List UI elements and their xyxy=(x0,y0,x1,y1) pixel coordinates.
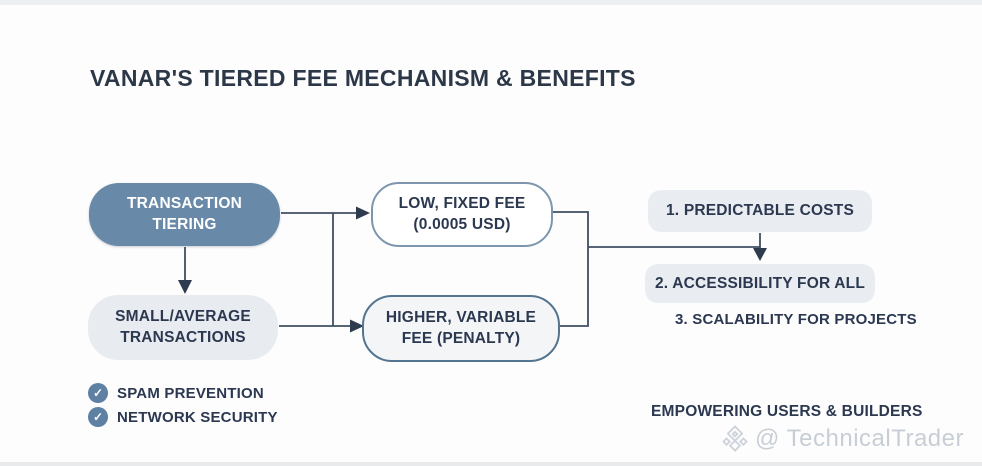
benefit-predictable-costs: 1. PREDICTABLE COSTS xyxy=(648,190,872,232)
check-circle-icon: ✓ xyxy=(88,407,108,427)
checklist-item-label: NETWORK SECURITY xyxy=(117,408,278,426)
low-fixed-fee-box: LOW, FIXED FEE (0.0005 USD) xyxy=(371,182,553,247)
checklist-item-spam-prevention: ✓ SPAM PREVENTION xyxy=(88,383,278,403)
bottom-edge-strip xyxy=(0,462,982,466)
transaction-tiering-box: TRANSACTION TIERING xyxy=(89,183,280,246)
small-average-transactions-box: SMALL/AVERAGE TRANSACTIONS xyxy=(88,295,278,360)
check-circle-icon: ✓ xyxy=(88,383,108,403)
watermark-text: @ TechnicalTrader xyxy=(755,425,964,452)
checklist: ✓ SPAM PREVENTION ✓ NETWORK SECURITY xyxy=(88,383,278,431)
benefit-accessibility-for-all: 2. ACCESSIBILITY FOR ALL xyxy=(645,264,875,303)
benefit-scalability-for-projects: 3. SCALABILITY FOR PROJECTS xyxy=(675,311,917,328)
page-title: VANAR'S TIERED FEE MECHANISM & BENEFITS xyxy=(90,65,636,92)
higher-variable-fee-box: HIGHER, VARIABLE FEE (PENALTY) xyxy=(362,295,560,362)
footer-tagline: EMPOWERING USERS & BUILDERS xyxy=(651,403,923,420)
watermark-logo-icon xyxy=(722,425,748,452)
top-edge-strip xyxy=(0,0,982,5)
checklist-item-label: SPAM PREVENTION xyxy=(117,384,264,402)
watermark: @ TechnicalTrader xyxy=(719,423,964,455)
checklist-item-network-security: ✓ NETWORK SECURITY xyxy=(88,407,278,427)
